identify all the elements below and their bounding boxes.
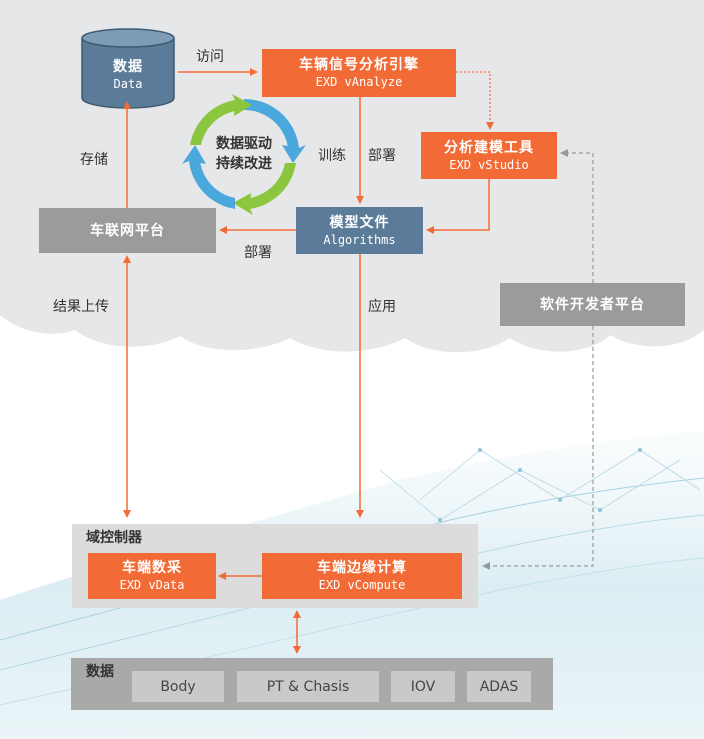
- model-file-subtitle: Algorithms: [323, 232, 396, 247]
- edge-label-upload: 结果上传: [53, 299, 109, 315]
- vdata-box: 车端数采 EXD vData: [88, 553, 216, 599]
- edge-label-apply: 应用: [368, 299, 396, 315]
- data-store-title: 数据: [113, 59, 143, 75]
- studio-tool-box: 分析建模工具 EXD vStudio: [421, 132, 557, 179]
- edge-label-access: 访问: [196, 49, 224, 65]
- cloud-shape: [0, 0, 704, 353]
- vcompute-title: 车端边缘计算: [317, 560, 407, 576]
- cycle-caption-line1: 数据驱动: [216, 136, 272, 152]
- edge-label-deploy-left: 部署: [244, 245, 272, 261]
- studio-tool-title: 分析建模工具: [444, 139, 534, 156]
- vcompute-subtitle: EXD vCompute: [318, 578, 406, 592]
- analyze-engine-title: 车辆信号分析引擎: [299, 57, 419, 73]
- cycle-caption: 数据驱动 持续改进: [204, 132, 284, 176]
- edge-label-deploy-down: 部署: [368, 148, 396, 164]
- data-source-body: Body: [132, 671, 224, 702]
- analyze-engine-subtitle: EXD vAnalyze: [315, 75, 403, 89]
- data-sources-title: 数据: [86, 664, 114, 680]
- iov-platform-box: 车联网平台: [39, 208, 216, 253]
- model-file-title: 模型文件: [329, 214, 390, 231]
- dev-platform-box: 软件开发者平台: [500, 283, 685, 326]
- iov-platform-title: 车联网平台: [90, 222, 165, 239]
- edge-label-store: 存储: [80, 152, 108, 168]
- edge-label-train: 训练: [318, 148, 346, 164]
- cycle-caption-line2: 持续改进: [216, 156, 272, 172]
- vdata-title: 车端数采: [122, 560, 182, 576]
- domain-controller-title: 域控制器: [86, 530, 142, 546]
- data-source-adas: ADAS: [467, 671, 531, 702]
- data-source-pt-chasis: PT & Chasis: [237, 671, 379, 702]
- analyze-engine-box: 车辆信号分析引擎 EXD vAnalyze: [262, 49, 456, 97]
- dev-platform-title: 软件开发者平台: [540, 296, 645, 313]
- cycle-arrows-icon: [182, 94, 306, 215]
- model-file-box: 模型文件 Algorithms: [296, 207, 423, 254]
- studio-tool-subtitle: EXD vStudio: [449, 157, 529, 172]
- data-source-iov: IOV: [391, 671, 455, 702]
- vcompute-box: 车端边缘计算 EXD vCompute: [262, 553, 462, 599]
- data-store-subtitle: Data: [113, 77, 143, 91]
- data-store: 数据 Data: [80, 48, 176, 102]
- vdata-subtitle: EXD vData: [119, 578, 185, 592]
